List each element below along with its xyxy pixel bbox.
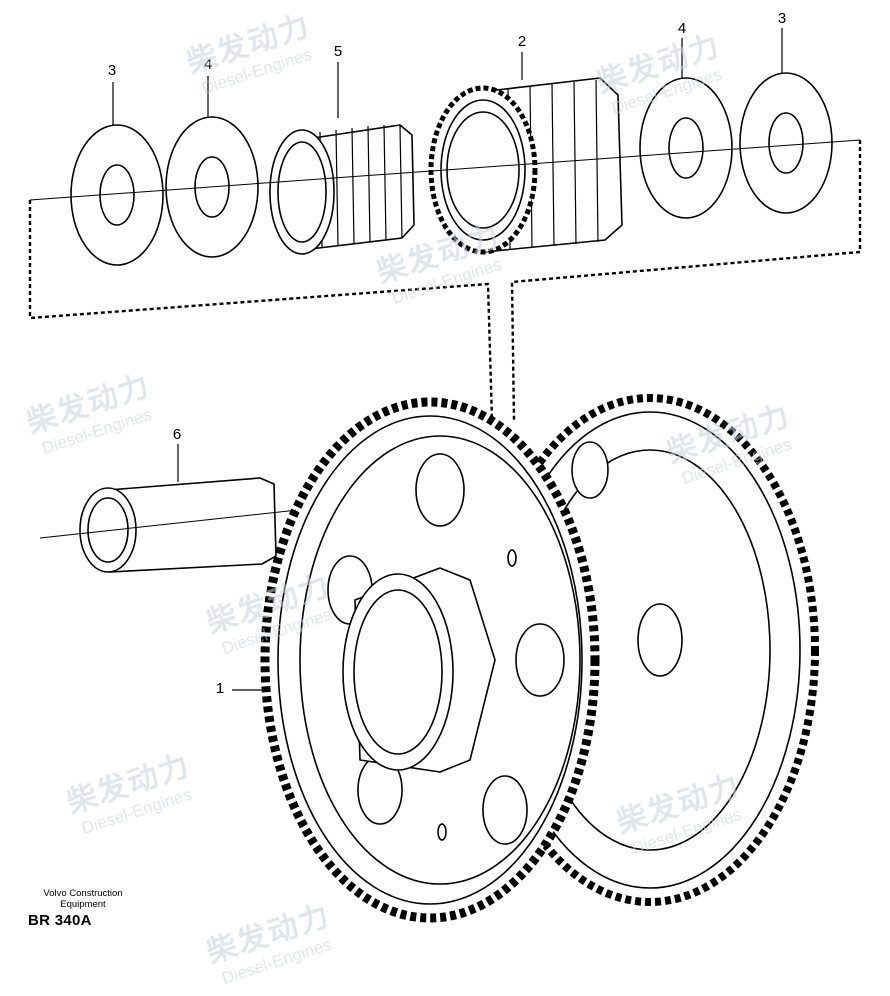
main-gear-1-front — [260, 397, 600, 923]
callout-4-left: 4 — [203, 56, 213, 73]
top-axis-line — [29, 139, 861, 201]
washer-3-left — [70, 124, 164, 266]
leader-lines — [112, 28, 783, 691]
callout-2: 2 — [517, 33, 527, 50]
callout-3-right: 3 — [777, 10, 787, 27]
publisher-label: Volvo Construction Equipment — [43, 888, 123, 910]
diagram-code: BR 340A — [28, 912, 92, 929]
callout-5: 5 — [333, 43, 343, 60]
assembly-bracket — [28, 140, 862, 421]
callout-6: 6 — [172, 426, 182, 443]
callout-1: 1 — [215, 680, 225, 697]
spur-gear-2 — [428, 77, 623, 255]
pinion-gear-5 — [269, 124, 415, 255]
washer-3-right — [739, 72, 833, 214]
callout-3-left: 3 — [107, 62, 117, 79]
callout-4-right: 4 — [677, 20, 687, 37]
washer-4-right — [639, 77, 733, 219]
